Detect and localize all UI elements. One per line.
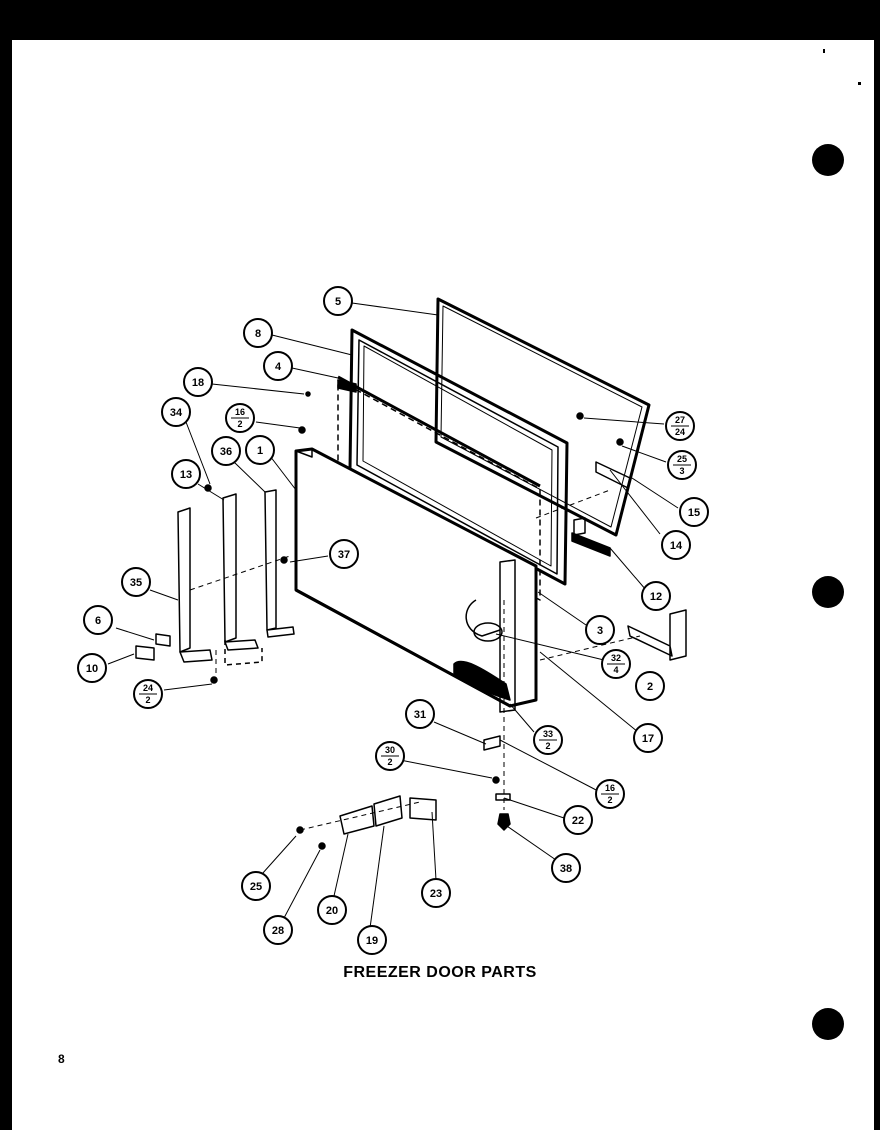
svg-text:4: 4	[275, 361, 282, 373]
svg-text:18: 18	[192, 377, 204, 389]
svg-text:4: 4	[613, 665, 618, 675]
svg-text:33: 33	[543, 729, 553, 739]
callout-6: 6	[83, 605, 113, 635]
svg-text:2: 2	[545, 741, 550, 751]
callout-34: 34	[161, 397, 191, 427]
svg-text:22: 22	[572, 815, 584, 827]
svg-text:15: 15	[688, 507, 700, 519]
svg-text:30: 30	[385, 745, 395, 755]
svg-text:19: 19	[366, 935, 378, 947]
page-number: 8	[58, 1052, 65, 1066]
svg-text:25: 25	[677, 454, 687, 464]
svg-text:25: 25	[250, 881, 262, 893]
callout-14: 14	[661, 530, 691, 560]
part-handle-hardware	[571, 412, 631, 557]
callout-12: 12	[641, 581, 671, 611]
callout-8: 8	[243, 318, 273, 348]
callout-25: 25	[241, 871, 271, 901]
part-10-cap	[135, 645, 155, 661]
callout-23: 23	[421, 878, 451, 908]
svg-text:20: 20	[326, 905, 338, 917]
svg-text:14: 14	[670, 540, 683, 552]
svg-text:10: 10	[86, 663, 98, 675]
svg-text:5: 5	[335, 296, 341, 308]
part-lower-hinge	[483, 735, 511, 831]
callout-15: 15	[679, 497, 709, 527]
part-outer-door	[294, 447, 538, 708]
svg-text:2: 2	[647, 681, 653, 693]
svg-text:31: 31	[414, 709, 426, 721]
scan-speck	[823, 49, 825, 53]
part-breaker-strip	[337, 375, 541, 601]
svg-text:32: 32	[611, 653, 621, 663]
part-2-bracket	[627, 609, 687, 661]
svg-text:24: 24	[143, 683, 153, 693]
callout-38: 38	[551, 853, 581, 883]
callout-35: 35	[121, 567, 151, 597]
svg-text:8: 8	[255, 328, 261, 340]
callout-25-3: 253	[667, 450, 697, 480]
svg-text:38: 38	[560, 863, 572, 875]
part-6-clip	[155, 633, 171, 647]
svg-text:16: 16	[605, 783, 615, 793]
callout-16-2-lower: 162	[595, 779, 625, 809]
callout-31: 31	[405, 699, 435, 729]
svg-text:2: 2	[145, 695, 150, 705]
svg-text:16: 16	[235, 407, 245, 417]
svg-text:2: 2	[237, 419, 242, 429]
svg-text:34: 34	[170, 407, 183, 419]
svg-text:27: 27	[675, 415, 685, 425]
callout-28: 28	[263, 915, 293, 945]
callout-16-2-upper: 162	[225, 403, 255, 433]
svg-text:17: 17	[642, 733, 654, 745]
callout-17: 17	[633, 723, 663, 753]
callout-24-2: 242	[133, 679, 163, 709]
callout-19: 19	[357, 925, 387, 955]
part-gasket	[348, 328, 569, 586]
svg-text:36: 36	[220, 446, 232, 458]
callout-5: 5	[323, 286, 353, 316]
callout-20: 20	[317, 895, 347, 925]
svg-text:1: 1	[257, 445, 263, 457]
callout-33-2: 332	[533, 725, 563, 755]
svg-text:12: 12	[650, 591, 662, 603]
callout-3: 3	[585, 615, 615, 645]
callout-32-4: 324	[601, 649, 631, 679]
svg-text:23: 23	[430, 888, 442, 900]
svg-text:3: 3	[597, 625, 603, 637]
callout-2: 2	[635, 671, 665, 701]
svg-text:28: 28	[272, 925, 284, 937]
callout-36: 36	[211, 436, 241, 466]
callout-37: 37	[329, 539, 359, 569]
svg-text:24: 24	[675, 427, 685, 437]
callout-13: 13	[171, 459, 201, 489]
svg-text:13: 13	[180, 469, 192, 481]
binder-hole	[812, 144, 844, 176]
svg-text:35: 35	[130, 577, 142, 589]
callout-22: 22	[563, 805, 593, 835]
callout-30-2: 302	[375, 741, 405, 771]
callout-18: 18	[183, 367, 213, 397]
callout-1: 1	[245, 435, 275, 465]
svg-text:2: 2	[607, 795, 612, 805]
part-inner-panel	[434, 297, 651, 537]
part-bottom-hinge-set	[296, 795, 437, 850]
scan-speck	[858, 82, 861, 85]
svg-text:3: 3	[679, 466, 684, 476]
callout-10: 10	[77, 653, 107, 683]
svg-text:37: 37	[338, 549, 350, 561]
callout-4: 4	[263, 351, 293, 381]
binder-hole	[812, 1008, 844, 1040]
svg-text:2: 2	[387, 757, 392, 767]
assembly-lines	[189, 489, 641, 831]
part-hinge-brackets	[177, 489, 516, 713]
svg-text:6: 6	[95, 615, 101, 627]
diagram-caption: FREEZER DOOR PARTS	[343, 964, 537, 981]
part-door-latch	[453, 599, 511, 701]
leader-lines	[107, 302, 679, 929]
binder-hole	[812, 576, 844, 608]
